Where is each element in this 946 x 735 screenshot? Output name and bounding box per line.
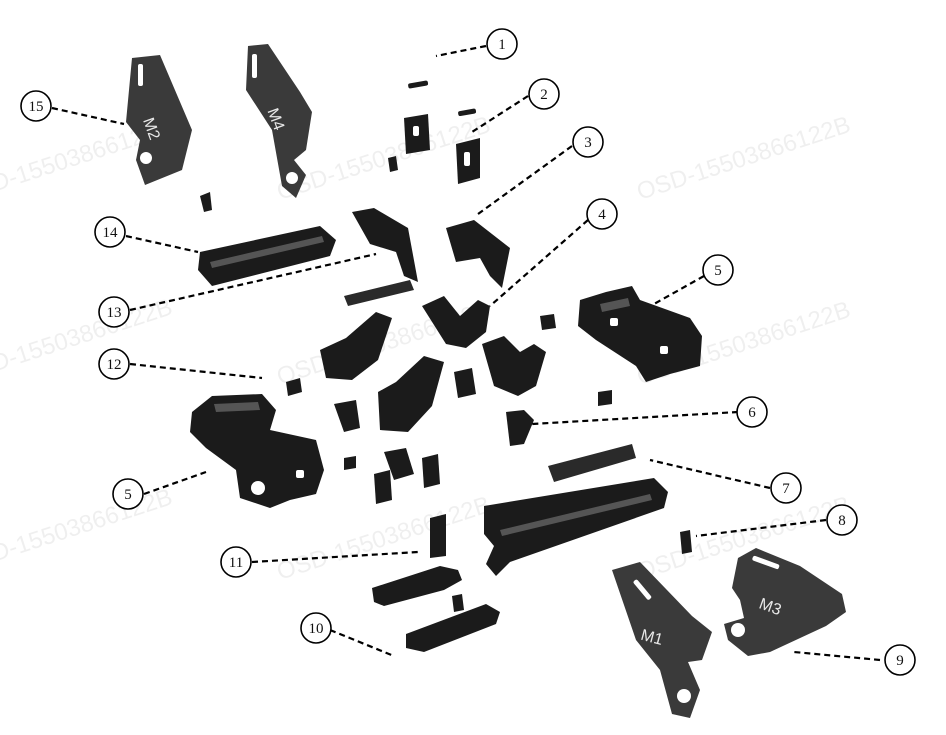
callout-8: 8 [826, 504, 858, 536]
part-5-gimbal-right [578, 286, 702, 382]
callout-4-label: 4 [598, 207, 606, 223]
callout-2: 2 [528, 78, 560, 110]
part-14-channel [198, 226, 336, 286]
part-small-blocks [286, 314, 612, 504]
callout-6-label: 6 [748, 405, 756, 421]
callout-9: 9 [884, 644, 916, 676]
leader-8 [695, 518, 827, 538]
part-small-clip-b [388, 156, 398, 172]
part-small-clip-a [200, 192, 212, 212]
leader-12 [129, 362, 263, 380]
part-10-frames [372, 566, 500, 652]
leader-15 [51, 106, 125, 126]
callout-14: 14 [94, 216, 126, 248]
callout-15-label: 15 [29, 99, 44, 115]
callout-8-label: 8 [838, 513, 846, 529]
watermark-3: OSD-15503866122B [634, 111, 854, 206]
callout-13-label: 13 [107, 305, 122, 321]
callout-7: 7 [770, 472, 802, 504]
plate-label-m1: M1 [639, 627, 665, 649]
callout-3: 3 [572, 126, 604, 158]
part-8-clip [680, 530, 692, 554]
callout-5-left-label: 5 [124, 487, 132, 503]
plate-label-m4: M4 [264, 106, 288, 133]
part-plate-m3: M3 [724, 548, 846, 656]
watermark-8: OSD-15503866122B [274, 491, 494, 586]
part-arm-right [482, 336, 546, 396]
part-rod-upper [344, 280, 414, 306]
leader-13 [129, 252, 377, 312]
leader-1 [435, 44, 487, 58]
callout-12-label: 12 [107, 357, 122, 373]
callout-14-label: 14 [103, 225, 119, 241]
leader-lines [51, 44, 881, 662]
leader-4 [489, 219, 589, 307]
leader-14 [125, 234, 199, 254]
callout-6: 6 [736, 396, 768, 428]
part-arm-center [378, 356, 444, 432]
leader-6 [531, 410, 739, 426]
leader-7 [649, 458, 771, 490]
part-plate-m2: M2 [126, 55, 192, 185]
callout-4: 4 [586, 198, 618, 230]
part-5-gimbal-left [190, 394, 324, 508]
part-4-yoke [422, 296, 490, 348]
callout-9-label: 9 [896, 653, 904, 669]
leader-5-left [143, 470, 207, 496]
callout-3-label: 3 [584, 135, 592, 151]
callout-10-label: 10 [309, 621, 324, 637]
callout-13: 13 [98, 296, 130, 328]
part-13-housing [352, 208, 418, 282]
part-2-brackets [404, 114, 480, 184]
part-11-bracket [430, 514, 446, 558]
part-long-channel [484, 478, 668, 576]
callout-15: 15 [20, 90, 52, 122]
part-1-pins [408, 80, 477, 117]
leader-10 [329, 628, 395, 658]
callout-2-label: 2 [540, 87, 548, 103]
watermarks: OSD-15503866122B OSD-15503866122B OSD-15… [0, 111, 854, 586]
leader-5-right [653, 275, 705, 305]
leader-9 [793, 650, 881, 662]
plate-label-m2: M2 [139, 116, 163, 143]
leader-2 [471, 95, 529, 133]
part-arm-left [320, 312, 392, 380]
callout-12: 12 [98, 348, 130, 380]
watermark-7: OSD-15503866122B [0, 484, 176, 579]
callout-1: 1 [486, 28, 518, 60]
watermark-4: OSD-15503866122B [0, 294, 176, 389]
callout-5-right: 5 [702, 254, 734, 286]
callout-7-label: 7 [782, 481, 790, 497]
plate-label-m3: M3 [757, 596, 784, 620]
callout-1-label: 1 [498, 37, 506, 53]
part-6-mount [506, 410, 534, 446]
callout-5-right-label: 5 [714, 263, 722, 279]
callout-11: 11 [220, 546, 252, 578]
part-3-cover [446, 220, 510, 288]
part-plate-m4: M4 [246, 44, 312, 198]
part-7-rod [548, 444, 636, 482]
leader-11 [251, 550, 419, 564]
part-plate-m1: M1 [612, 562, 712, 718]
callout-10: 10 [300, 612, 332, 644]
callout-11-label: 11 [229, 555, 243, 571]
leader-3 [477, 145, 573, 215]
callout-5-left: 5 [112, 478, 144, 510]
